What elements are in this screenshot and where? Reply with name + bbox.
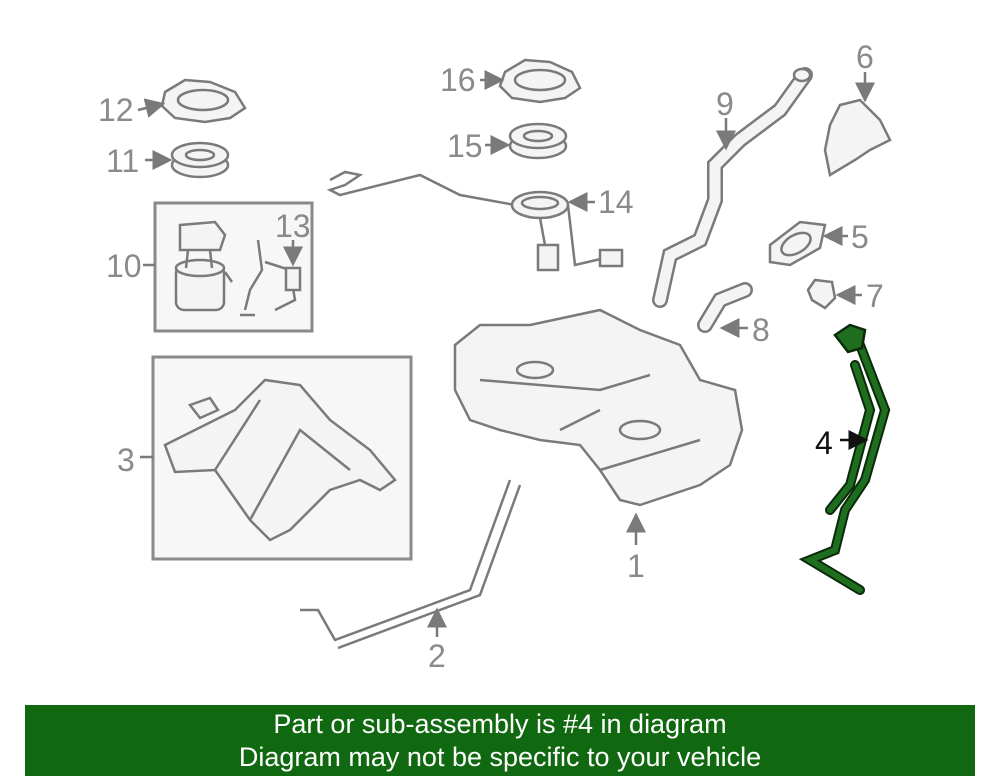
banner-line-2: Diagram may not be specific to your vehi… (238, 742, 762, 772)
part-1-fuel-tank[interactable] (453, 308, 744, 507)
callout-9: 9 (716, 86, 734, 122)
part-14-fuel-sender[interactable] (326, 170, 624, 272)
callout-10: 10 (106, 248, 142, 284)
part-13-sensor-harness[interactable] (240, 239, 302, 317)
part-5-gasket[interactable] (768, 220, 827, 267)
part-11-seal[interactable] (170, 141, 230, 179)
part-15-seal[interactable] (508, 122, 568, 160)
callout-5: 5 (851, 219, 869, 255)
callout-14: 14 (598, 184, 634, 220)
part-7-cap[interactable] (806, 278, 837, 310)
callout-12: 12 (98, 92, 134, 128)
part-9-filler-hose[interactable] (652, 67, 813, 308)
callout-1: 1 (627, 548, 645, 584)
info-banner: Part or sub-assembly is #4 in diagram Di… (25, 705, 975, 776)
part-12-lock-ring[interactable] (160, 78, 247, 124)
part-3-heat-shield[interactable] (163, 378, 397, 542)
callout-8: 8 (752, 312, 770, 348)
part-8-vent-hose[interactable] (697, 282, 753, 333)
leader-arrows (137, 70, 875, 637)
callout-7: 7 (866, 278, 884, 314)
callout-2: 2 (428, 638, 446, 674)
part-10-fuel-pump[interactable] (174, 220, 234, 312)
part-16-lock-ring[interactable] (498, 58, 582, 104)
banner-line-1: Part or sub-assembly is #4 in diagram (273, 709, 727, 739)
callout-16: 16 (440, 62, 476, 98)
part-2-tank-strap[interactable] (300, 479, 522, 650)
part-6-bracket[interactable] (823, 98, 892, 177)
callout-4: 4 (815, 425, 833, 461)
callout-13: 13 (275, 208, 311, 244)
callout-6: 6 (856, 39, 874, 75)
callout-15: 15 (447, 128, 483, 164)
callout-3: 3 (117, 442, 135, 478)
callout-11: 11 (106, 143, 139, 179)
